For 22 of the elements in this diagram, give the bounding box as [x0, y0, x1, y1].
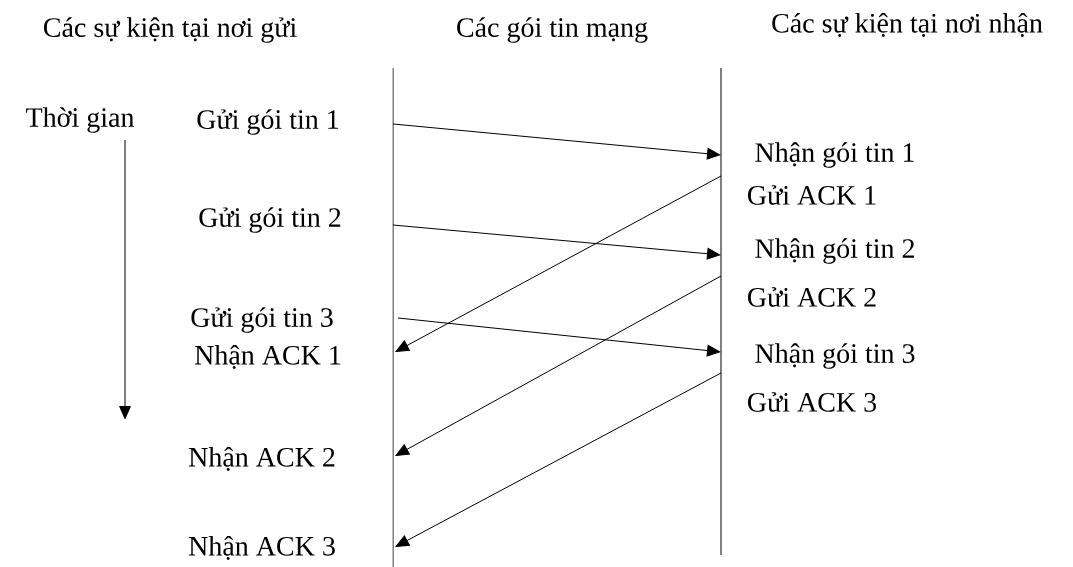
arrow	[395, 372, 722, 547]
column-heading: Các sự kiện tại nơi gửi	[44, 17, 297, 43]
arrow	[395, 275, 722, 456]
event-label: Nhận gói tin 1	[755, 142, 914, 168]
event-label: Gửi gói tin 2	[199, 207, 341, 233]
event-label: Nhận ACK 2	[188, 446, 335, 472]
axis-label: Thời gian	[26, 107, 135, 133]
event-label: Nhận ACK 3	[188, 535, 335, 561]
column-heading: Các gói tin mạng	[457, 17, 648, 43]
arrow	[395, 175, 722, 352]
event-label: Nhận ACK 1	[194, 344, 341, 370]
event-label: Nhận gói tin 3	[755, 343, 915, 369]
arrow	[392, 123, 721, 160]
event-label: Gửi ACK 2	[748, 287, 876, 307]
event-label: Gửi ACK 3	[748, 392, 877, 412]
arrow	[392, 224, 721, 260]
event-label: Gửi gói tin 3	[191, 307, 333, 333]
event-label: Nhận gói tin 2	[755, 238, 914, 264]
event-label: Gửi gói tin 1	[197, 109, 339, 135]
arrow	[397, 317, 721, 357]
column-heading: Các sự kiện tại nơi nhận	[772, 12, 1043, 38]
event-label: Gửi ACK 1	[748, 185, 876, 205]
